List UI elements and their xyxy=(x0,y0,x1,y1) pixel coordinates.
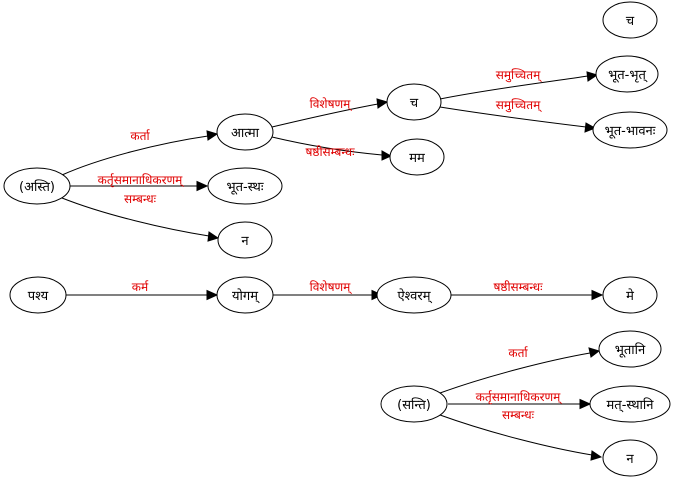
edge-label-sambandha-2: सम्बन्धः xyxy=(502,408,535,422)
svg-text:मत्-स्थानि: मत्-स्थानि xyxy=(607,397,655,413)
node-me: मे xyxy=(602,276,658,314)
svg-text:आत्मा: आत्मा xyxy=(231,126,260,141)
edge-label-kartrsamanadhikaranam-2: कर्तृसमानाधिकरणम् xyxy=(476,390,563,405)
edge-aishvaram-me: षष्ठीसम्बन्धः xyxy=(451,280,604,301)
node-na-1: न xyxy=(217,221,273,259)
node-bhutani: भूतानि xyxy=(598,330,662,368)
svg-text:मम: मम xyxy=(409,151,425,166)
edge-label-karta: कर्ता xyxy=(130,129,150,143)
edge-santi-bhutani: कर्ता xyxy=(439,346,601,394)
node-ca-2: च xyxy=(602,1,658,39)
node-pashya: पश्य xyxy=(9,276,67,314)
node-atma: आत्मा xyxy=(216,113,274,151)
edge-santi-matsthani: कर्तृसमानाधिकरणम् xyxy=(448,390,592,410)
node-ca-1: च xyxy=(386,83,442,121)
svg-text:भूत-भृत्: भूत-भृत् xyxy=(608,68,648,83)
svg-text:ऐश्वरम्: ऐश्वरम् xyxy=(397,288,432,304)
svg-text:(सन्ति): (सन्ति) xyxy=(397,397,431,413)
svg-text:मे: मे xyxy=(626,288,634,304)
svg-text:च: च xyxy=(626,14,635,29)
svg-text:(अस्ति): (अस्ति) xyxy=(19,179,55,195)
node-mama: मम xyxy=(389,138,445,176)
edges: कर्ता विशेषणम् समुच्चितम् समुच्चितम् षष्… xyxy=(61,68,604,461)
node-bhuta-stha: भूत-स्थः xyxy=(207,167,283,205)
edge-label-samuccitam-1: समुच्चितम् xyxy=(496,68,543,83)
edge-label-shashthisambandha-2: षष्ठीसम्बन्धः xyxy=(493,280,543,294)
svg-text:च: च xyxy=(410,96,419,111)
edge-atma-mama: षष्ठीसम्बन्धः xyxy=(271,136,393,161)
node-santi: (सन्ति) xyxy=(380,385,448,423)
nodes: (अस्ति) आत्मा च भूत-भृत् भूत-भावनः मम भू… xyxy=(3,1,671,477)
node-mat-sthani: मत्-स्थानि xyxy=(589,385,671,423)
svg-text:पश्य: पश्य xyxy=(28,289,49,304)
edge-atma-ca: विशेषणम् xyxy=(271,97,389,128)
svg-text:भूत-भावनः: भूत-भावनः xyxy=(605,124,656,139)
svg-text:भूतानि: भूतानि xyxy=(615,342,646,358)
edge-asti-na: सम्बन्धः xyxy=(61,192,220,242)
edge-label-karta-2: कर्ता xyxy=(508,346,528,360)
node-aishvaram: ऐश्वरम् xyxy=(376,276,452,314)
svg-text:न: न xyxy=(626,452,634,467)
edge-label-shashthisambandha: षष्ठीसम्बन्धः xyxy=(305,145,355,159)
svg-text:न: न xyxy=(241,234,249,249)
edge-asti-atma: कर्ता xyxy=(61,129,219,176)
edge-asti-bhutastha: कर्तृसमानाधिकरणम् xyxy=(70,173,209,192)
svg-text:योगम्: योगम् xyxy=(232,288,260,304)
edge-ca-bhutabhrt: समुच्चितम् xyxy=(439,68,599,100)
node-bhuta-bhrt: भूत-भृत् xyxy=(595,55,659,93)
edge-ca-bhutabhavana: समुच्चितम् xyxy=(439,98,597,133)
edge-pashya-yogam: कर्म xyxy=(66,280,219,301)
edge-santi-na: सम्बन्धः xyxy=(439,408,603,461)
edge-label-karma: कर्म xyxy=(132,280,149,294)
edge-label-sambandha: सम्बन्धः xyxy=(124,192,157,206)
svg-text:भूत-स्थः: भूत-स्थः xyxy=(227,180,264,195)
edge-yogam-aishvaram: विशेषणम् xyxy=(273,280,384,301)
node-asti: (अस्ति) xyxy=(3,167,71,205)
node-na-2: न xyxy=(602,439,658,477)
edge-label-kartrsamanadhikaranam: कर्तृसमानाधिकरणम् xyxy=(98,173,185,188)
edge-label-samuccitam-2: समुच्चितम् xyxy=(496,98,543,113)
node-yogam: योगम् xyxy=(216,276,274,314)
edge-label-visheshanam: विशेषणम् xyxy=(310,97,353,112)
edge-label-visheshanam-2: विशेषणम् xyxy=(310,280,353,295)
node-bhuta-bhavana: भूत-भावनः xyxy=(592,111,668,149)
